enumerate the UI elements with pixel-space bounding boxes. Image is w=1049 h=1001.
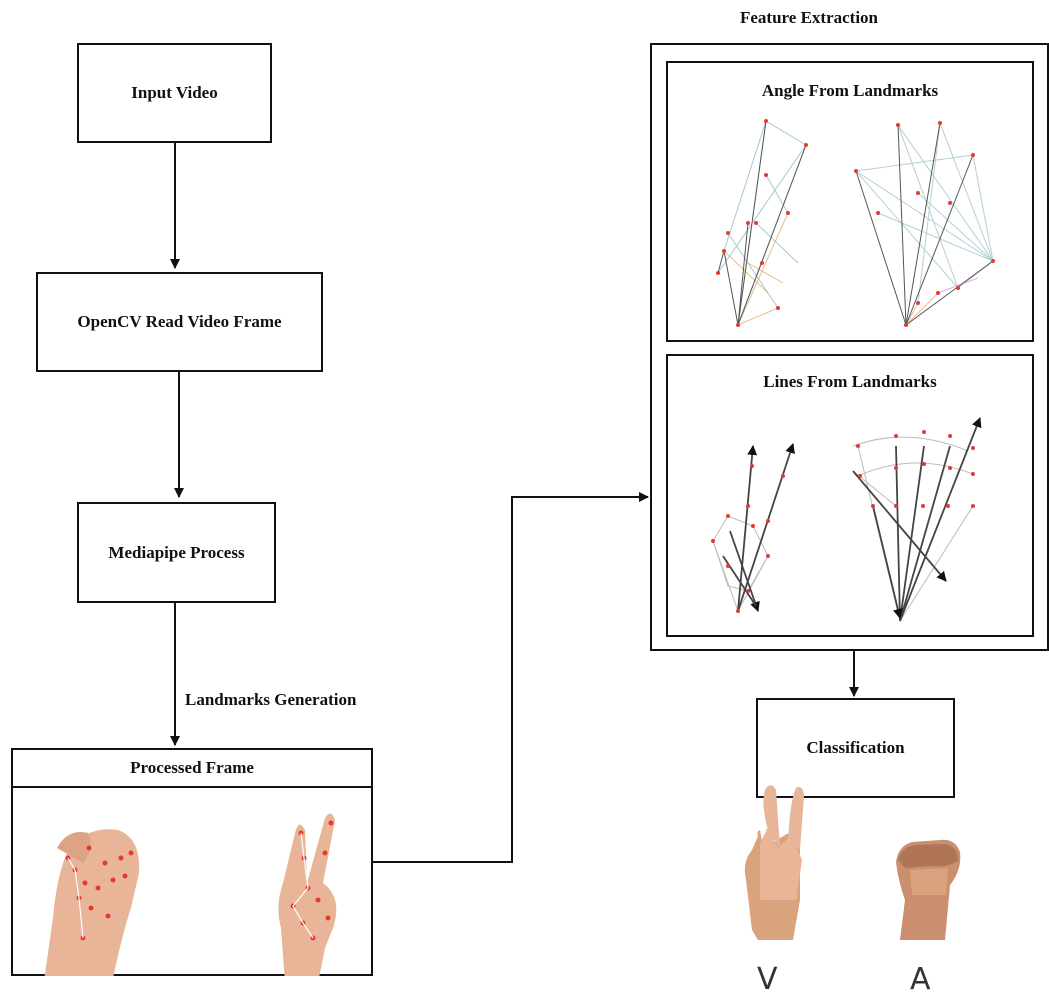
lines-from-landmarks-panel: Lines From Landmarks xyxy=(666,354,1034,637)
opencv-read-frame-label: OpenCV Read Video Frame xyxy=(77,312,282,331)
mediapipe-process-label: Mediapipe Process xyxy=(108,542,245,562)
fist-hand-image xyxy=(43,829,140,988)
processed-frame-title: Processed Frame xyxy=(130,758,254,777)
feature-extraction-box: Angle From Landmarks xyxy=(650,43,1049,651)
output-letter-a: A xyxy=(910,962,931,997)
angle-landmark-graph xyxy=(716,119,995,327)
processed-frame-hands xyxy=(43,813,337,988)
lines-graph-left xyxy=(711,443,795,613)
processed-frame-box: Processed Frame xyxy=(11,748,373,988)
classification-box: Classification xyxy=(756,698,955,798)
angle-graph-right xyxy=(854,121,995,327)
mediapipe-process-box: Mediapipe Process xyxy=(77,502,276,603)
input-video-label: Input Video xyxy=(131,83,218,102)
angle-from-landmarks-title: Angle From Landmarks xyxy=(761,81,939,100)
angle-from-landmarks-panel: Angle From Landmarks xyxy=(666,61,1034,342)
lines-landmark-graph xyxy=(711,417,982,622)
lines-from-landmarks-title: Lines From Landmarks xyxy=(763,372,937,391)
angle-graph-left xyxy=(716,119,808,327)
feature-extraction-title: Feature Extraction xyxy=(740,8,879,27)
output-letter-v: V xyxy=(757,962,778,997)
lines-graph-right xyxy=(852,417,982,622)
v-hand-image xyxy=(278,813,337,983)
arrow-processed-to-feature xyxy=(373,492,649,863)
input-video-box: Input Video xyxy=(77,43,272,143)
landmarks-generation-label: Landmarks Generation xyxy=(185,690,357,709)
classification-label: Classification xyxy=(806,738,905,757)
opencv-read-frame-box: OpenCV Read Video Frame xyxy=(36,272,323,372)
processed-frame-header: Processed Frame xyxy=(13,750,371,788)
